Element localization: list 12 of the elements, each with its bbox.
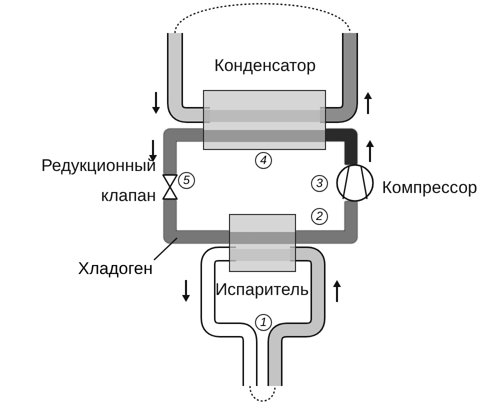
callout-number: 1 xyxy=(255,314,272,331)
callout-number: 2 xyxy=(311,208,328,225)
refrigerant-pipe xyxy=(326,129,357,164)
leader-line xyxy=(154,238,178,260)
callout-number: 4 xyxy=(255,152,272,169)
component-label: Конденсатор xyxy=(213,56,317,76)
component-label: Хладоген xyxy=(78,258,162,280)
callout-number: 3 xyxy=(311,175,328,192)
component-label: Редукционный клапан xyxy=(40,155,156,207)
component-label: Компрессор xyxy=(382,177,478,199)
callout-number: 5 xyxy=(178,172,195,189)
component-label: Испаритель xyxy=(214,280,310,300)
